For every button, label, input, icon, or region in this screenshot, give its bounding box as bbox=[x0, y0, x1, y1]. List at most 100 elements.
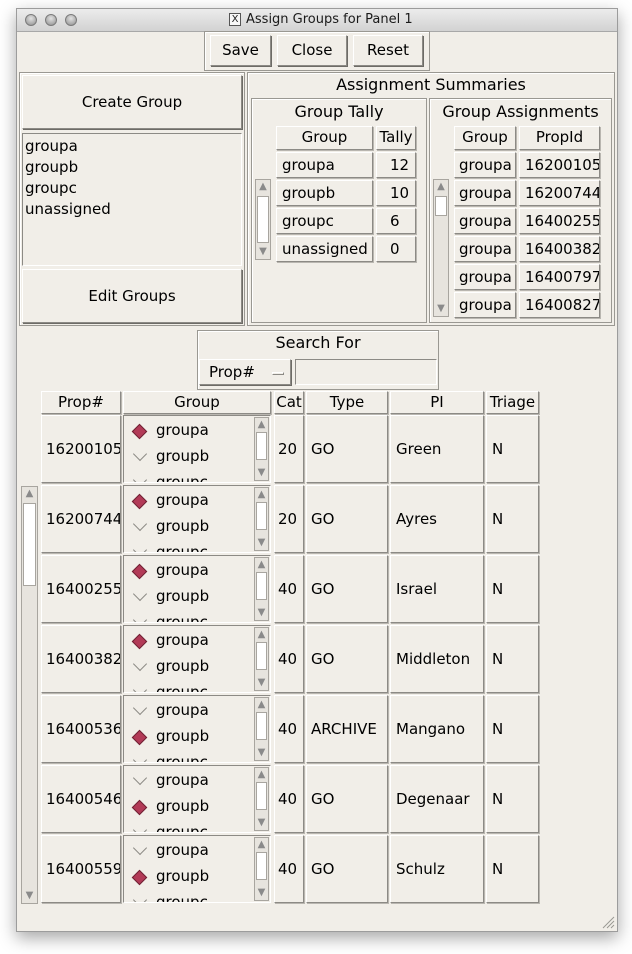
scroll-down-icon[interactable]: ▼ bbox=[259, 246, 267, 257]
group-radio-option[interactable]: groupb bbox=[124, 656, 252, 678]
scroll-up-icon[interactable]: ▲ bbox=[257, 559, 266, 570]
maximize-window-icon[interactable] bbox=[65, 14, 77, 26]
save-button[interactable]: Save bbox=[210, 35, 271, 66]
pi-cell: Degenaar bbox=[390, 765, 484, 833]
scroll-down-icon[interactable]: ▼ bbox=[257, 607, 266, 618]
scroll-up-icon[interactable]: ▲ bbox=[257, 489, 266, 500]
search-input[interactable] bbox=[295, 359, 437, 385]
group-radio-option[interactable]: groupa bbox=[124, 560, 252, 582]
scroll-down-icon[interactable]: ▼ bbox=[257, 677, 266, 688]
close-button[interactable]: Close bbox=[277, 35, 347, 66]
scroll-thumb[interactable] bbox=[256, 502, 267, 530]
group-radio-option[interactable]: groupa bbox=[124, 490, 252, 512]
group-radio-scrollbar[interactable]: ▲▼ bbox=[254, 767, 269, 831]
scroll-up-icon[interactable]: ▲ bbox=[437, 181, 445, 192]
create-group-button[interactable]: Create Group bbox=[22, 75, 242, 129]
group-radio-option[interactable]: groupa bbox=[124, 700, 252, 722]
scroll-thumb[interactable] bbox=[435, 196, 447, 216]
group-radio-option[interactable]: groupb bbox=[124, 516, 252, 538]
group-listbox[interactable]: groupa groupb groupc unassigned bbox=[22, 133, 242, 266]
scroll-down-icon[interactable]: ▼ bbox=[257, 887, 266, 898]
scroll-up-icon[interactable]: ▲ bbox=[259, 181, 267, 192]
prop-cell: 16400559 bbox=[41, 835, 121, 903]
group-list-item[interactable]: groupa bbox=[25, 137, 78, 155]
scroll-up-icon[interactable]: ▲ bbox=[257, 629, 266, 640]
group-radio-option[interactable]: groupc bbox=[124, 752, 252, 762]
group-radio-option[interactable]: groupc bbox=[124, 472, 252, 482]
scroll-down-icon[interactable]: ▼ bbox=[257, 817, 266, 828]
scroll-up-icon[interactable]: ▲ bbox=[257, 699, 266, 710]
group-radio-option[interactable]: groupb bbox=[124, 446, 252, 468]
tally-header-tally: Tally bbox=[376, 126, 416, 150]
group-radio-option[interactable]: groupc bbox=[124, 612, 252, 622]
scroll-down-icon[interactable]: ▼ bbox=[257, 537, 266, 548]
pi-cell: Schulz bbox=[390, 835, 484, 903]
scroll-thumb[interactable] bbox=[256, 712, 267, 740]
group-radio-option[interactable]: groupa bbox=[124, 840, 252, 862]
resize-grip-icon[interactable] bbox=[601, 915, 615, 929]
header-triage: Triage bbox=[486, 391, 539, 414]
search-field-menu[interactable]: Prop# bbox=[199, 359, 291, 385]
scroll-down-icon[interactable]: ▼ bbox=[25, 890, 34, 901]
group-radio-option[interactable]: groupb bbox=[124, 586, 252, 608]
group-list-item[interactable]: unassigned bbox=[25, 200, 111, 218]
scroll-down-icon[interactable]: ▼ bbox=[257, 747, 266, 758]
group-radio-option[interactable]: groupa bbox=[124, 420, 252, 442]
scroll-down-icon[interactable]: ▼ bbox=[437, 303, 445, 314]
assign-propid-cell: 16400827 bbox=[519, 292, 600, 318]
group-radio-scrollbar[interactable]: ▲▼ bbox=[254, 697, 269, 761]
scroll-up-icon[interactable]: ▲ bbox=[257, 419, 266, 430]
group-radio-scrollbar[interactable]: ▲▼ bbox=[254, 487, 269, 551]
tally-count-cell: 0 bbox=[376, 236, 416, 262]
group-radio-scrollbar[interactable]: ▲▼ bbox=[254, 417, 269, 481]
assignment-summaries-panel bbox=[247, 72, 615, 326]
close-window-icon[interactable] bbox=[25, 14, 37, 26]
reset-button[interactable]: Reset bbox=[353, 35, 423, 66]
scroll-thumb[interactable] bbox=[23, 503, 36, 586]
tally-scrollbar[interactable]: ▲ ▼ bbox=[255, 179, 271, 260]
group-radio-scrollbar[interactable]: ▲▼ bbox=[254, 627, 269, 691]
title-bar[interactable]: X Assign Groups for Panel 1 bbox=[17, 9, 617, 32]
scroll-thumb[interactable] bbox=[256, 782, 267, 810]
scroll-down-icon[interactable]: ▼ bbox=[257, 467, 266, 478]
group-radio-option[interactable]: groupa bbox=[124, 630, 252, 652]
scroll-thumb[interactable] bbox=[256, 642, 267, 670]
radio-selected-icon bbox=[131, 423, 148, 440]
table-scrollbar[interactable]: ▲ ▼ bbox=[21, 486, 38, 904]
group-radio-option[interactable]: groupb bbox=[124, 726, 252, 748]
edit-groups-button[interactable]: Edit Groups bbox=[22, 269, 242, 323]
scroll-thumb[interactable] bbox=[256, 852, 267, 880]
group-radio-option[interactable]: groupc bbox=[124, 682, 252, 692]
group-radio-option[interactable]: groupa bbox=[124, 770, 252, 792]
group-radio-option[interactable]: groupb bbox=[124, 796, 252, 818]
group-list-item[interactable]: groupb bbox=[25, 158, 79, 176]
group-radio-option[interactable]: groupc bbox=[124, 822, 252, 832]
assignments-scrollbar[interactable]: ▲ ▼ bbox=[433, 179, 449, 317]
scroll-up-icon[interactable]: ▲ bbox=[257, 839, 266, 850]
scroll-thumb[interactable] bbox=[257, 196, 269, 243]
scroll-thumb[interactable] bbox=[256, 572, 267, 600]
minimize-window-icon[interactable] bbox=[45, 14, 57, 26]
group-list-item[interactable]: groupc bbox=[25, 179, 77, 197]
group-radio-option[interactable]: groupc bbox=[124, 892, 252, 902]
scroll-thumb[interactable] bbox=[256, 432, 267, 460]
group-radio-scrollbar[interactable]: ▲▼ bbox=[254, 557, 269, 621]
header-pi: PI bbox=[390, 391, 484, 414]
group-radio-option[interactable]: groupb bbox=[124, 866, 252, 888]
scroll-up-icon[interactable]: ▲ bbox=[25, 488, 34, 499]
group-radio-option[interactable]: groupc bbox=[124, 542, 252, 552]
scroll-up-icon[interactable]: ▲ bbox=[257, 769, 266, 780]
tally-group-cell: groupc bbox=[276, 208, 373, 234]
pi-cell: Ayres bbox=[390, 485, 484, 553]
group-radio-scrollbar[interactable]: ▲▼ bbox=[254, 837, 269, 901]
